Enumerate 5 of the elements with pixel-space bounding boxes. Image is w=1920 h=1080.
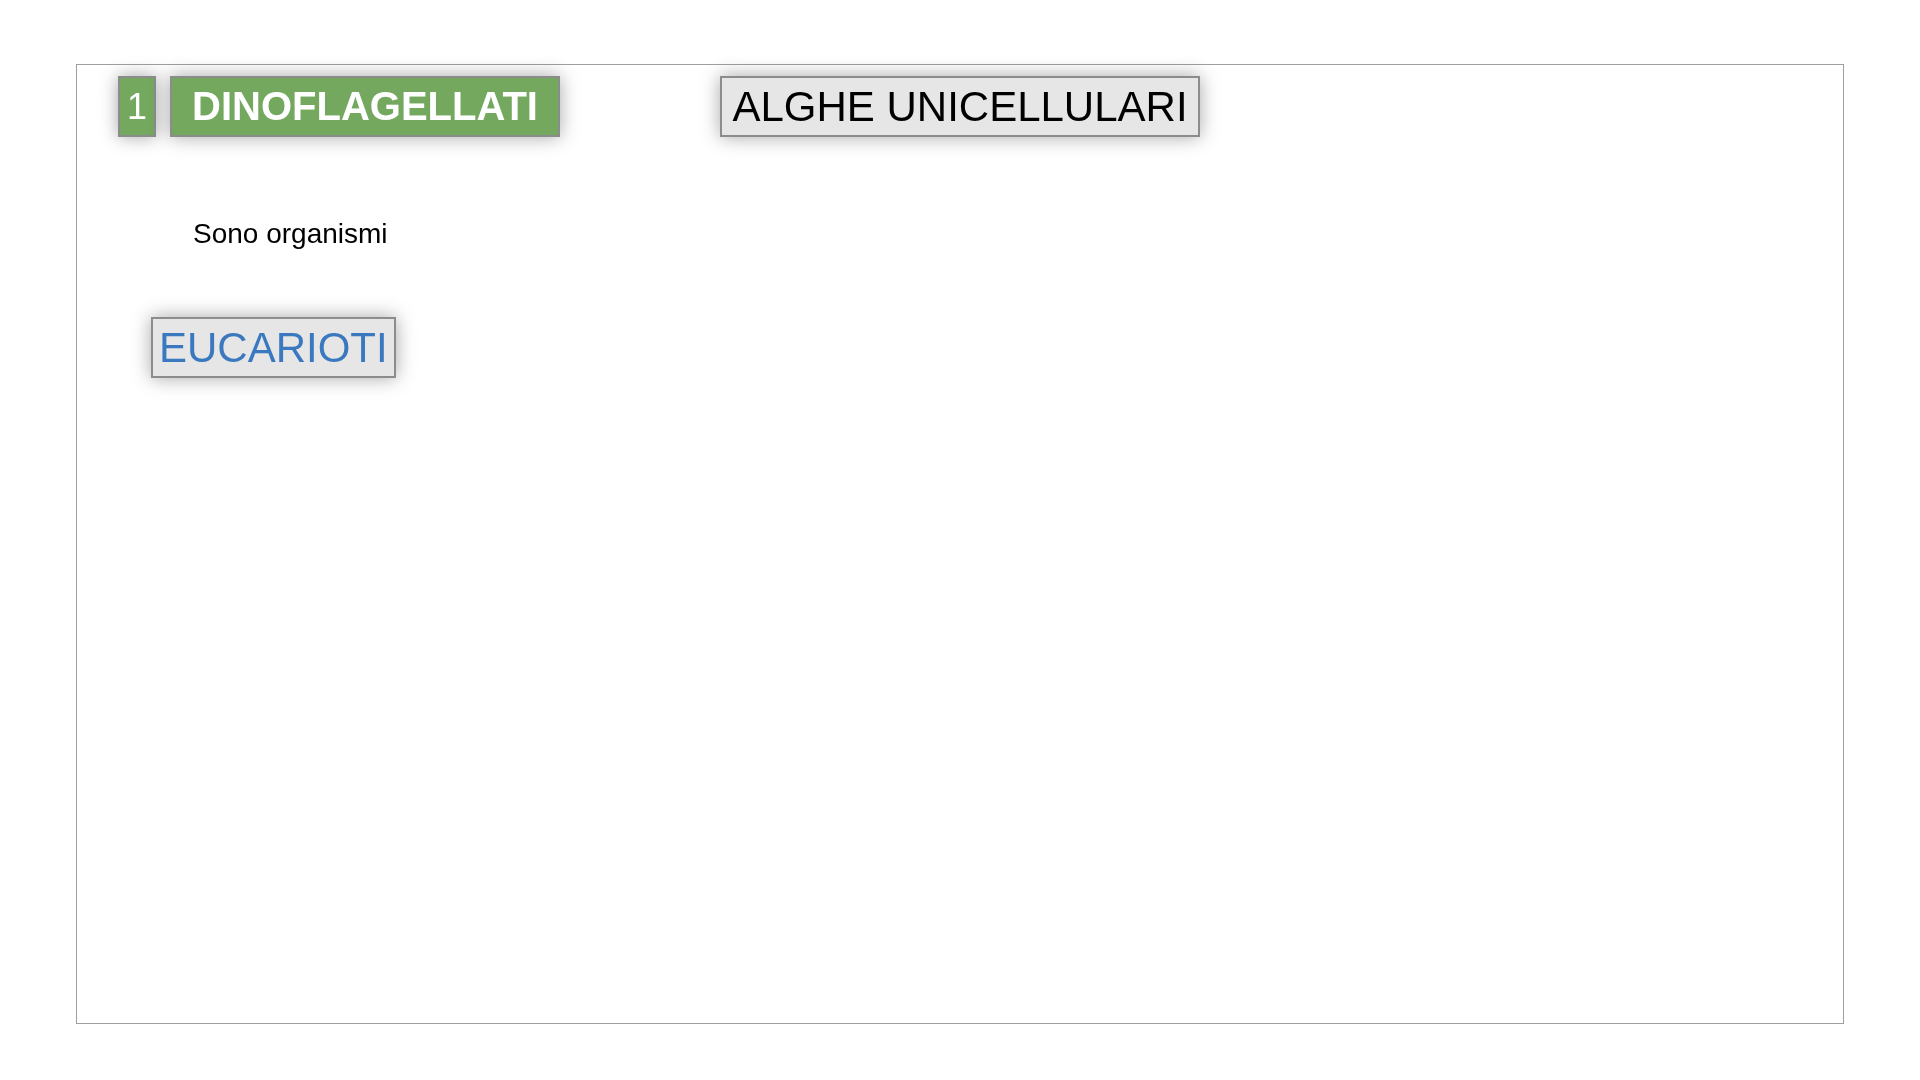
topic-box: ALGHE UNICELLULARI — [720, 76, 1200, 137]
number-badge: 1 — [118, 76, 156, 137]
title-box: DINOFLAGELLATI — [170, 76, 560, 137]
body-text: Sono organismi — [193, 218, 388, 250]
term-box: EUCARIOTI — [151, 317, 396, 378]
